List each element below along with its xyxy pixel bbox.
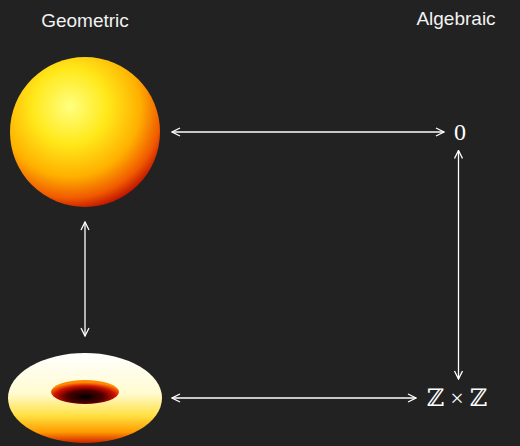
- column-heading: Geometric: [41, 10, 129, 32]
- torus-hole: [51, 380, 119, 404]
- column-heading: Algebraic: [416, 8, 495, 30]
- algebra-node: ℤ × ℤ: [423, 382, 492, 414]
- geometric-arrow: [84, 222, 85, 336]
- connector-arrow: [458, 151, 459, 380]
- sphere: [10, 57, 160, 207]
- algebra-text: ℤ × ℤ: [423, 382, 492, 414]
- sphere-arrow: [172, 131, 444, 132]
- algebra-node: 0: [450, 117, 470, 148]
- torus: [8, 353, 162, 443]
- algebra-text: 0: [450, 117, 470, 148]
- torus-arrow: [172, 397, 416, 398]
